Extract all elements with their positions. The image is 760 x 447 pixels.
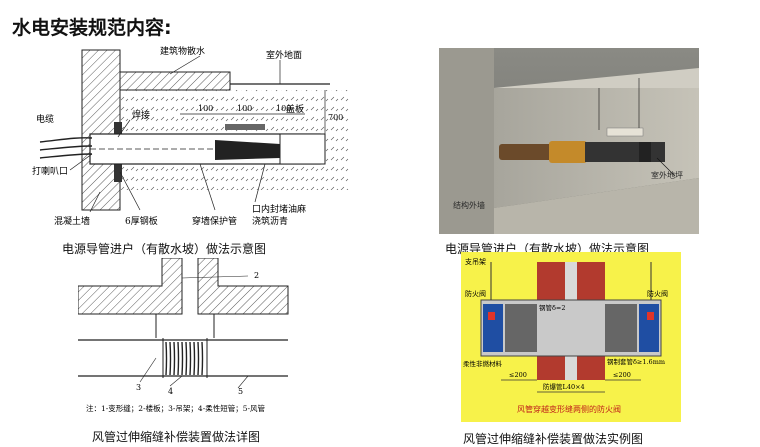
- page-heading: 水电安装规范内容:: [12, 17, 172, 39]
- expansion-joint-example-render: 支吊架 防火阀 防火阀 钢管δ=2 钢制套管δ≥1.6mm 柔性非燃材料 ≤20…: [461, 252, 681, 422]
- floor-slab-right: [197, 258, 289, 315]
- apron-slab: [119, 71, 231, 91]
- label-seal-asphalt: 浇筑沥青: [252, 215, 288, 227]
- dim-200-right: ≤200: [613, 371, 631, 379]
- dim-100-c: 100: [276, 104, 291, 113]
- caption-bottom-left: 风管过伸缩缝补偿装置做法详图: [92, 430, 261, 444]
- fire-damper-right: [639, 304, 659, 352]
- caption-top-left: 电源导管进户（有散水坡）做法示意图: [62, 242, 267, 256]
- caption-bottom-right: 风管过伸缩缝补偿装置做法实例图: [463, 432, 644, 446]
- label-fire-damper-left: 防火阀: [465, 289, 486, 298]
- dim-200-left: ≤200: [509, 371, 527, 379]
- expansion-joint-detail-drawing: 2 3 4 5 注：1-变形缝；2-楼板；3-吊架；4-柔性短管；5-风管: [78, 258, 289, 413]
- callout-4: 4: [168, 387, 173, 396]
- label-outdoor-grade: 室外地坪: [651, 170, 683, 180]
- flexible-bellows: [165, 341, 204, 376]
- cable: [39, 137, 93, 159]
- diagram-note: 注：1-变形缝；2-楼板；3-吊架；4-柔性短管；5-风管: [86, 403, 266, 413]
- label-cover-plate: 盖板: [286, 103, 304, 115]
- label-bottom-dim: 防爆管L40×4: [543, 382, 585, 391]
- cover-plate: [225, 124, 265, 130]
- label-sleeve: 穿墙保护管: [192, 215, 237, 227]
- label-seal-oakum: 口内封堵油麻: [252, 203, 306, 215]
- cable-entry-3d-render: 结构外墙 室外地坪: [439, 48, 699, 234]
- dim-100-a: 100: [198, 104, 213, 113]
- label-cable: 电缆: [36, 113, 54, 125]
- cable-entry-section-drawing: 建筑物散水 室外地面 电缆 焊接 打喇叭口 盖板 100 100 100 700…: [32, 45, 350, 227]
- label-fire-damper-right: 防火阀: [647, 289, 668, 298]
- label-nonflammable: 柔性非燃材料: [463, 359, 503, 368]
- callout-3: 3: [136, 383, 141, 392]
- render-sleeve: [499, 144, 559, 160]
- dim-700: 700: [328, 113, 343, 122]
- dim-100-b: 100: [237, 104, 252, 113]
- label-weld: 焊接: [132, 109, 150, 121]
- fire-damper-left: [483, 304, 503, 352]
- concrete-wall: [81, 49, 121, 211]
- label-outdoor-ground: 室外地面: [266, 49, 302, 61]
- footer-text: 风管穿越变形缝两侧的防火阀: [517, 404, 621, 414]
- label-flare: 打喇叭口: [32, 165, 68, 177]
- label-support: 支吊架: [465, 257, 486, 266]
- label-steel-plate: 6厚钢板: [125, 215, 158, 227]
- callout-2: 2: [254, 271, 259, 280]
- label-concrete-wall: 混凝土墙: [54, 215, 90, 227]
- label-steel-pipe: 钢管δ=2: [539, 303, 566, 312]
- label-structure-wall: 结构外墙: [453, 200, 485, 210]
- label-steel-sleeve: 钢制套管δ≥1.6mm: [607, 357, 665, 366]
- floor-slab-left: [78, 258, 183, 315]
- label-apron: 建筑物散水: [160, 45, 205, 57]
- callout-5: 5: [238, 387, 243, 396]
